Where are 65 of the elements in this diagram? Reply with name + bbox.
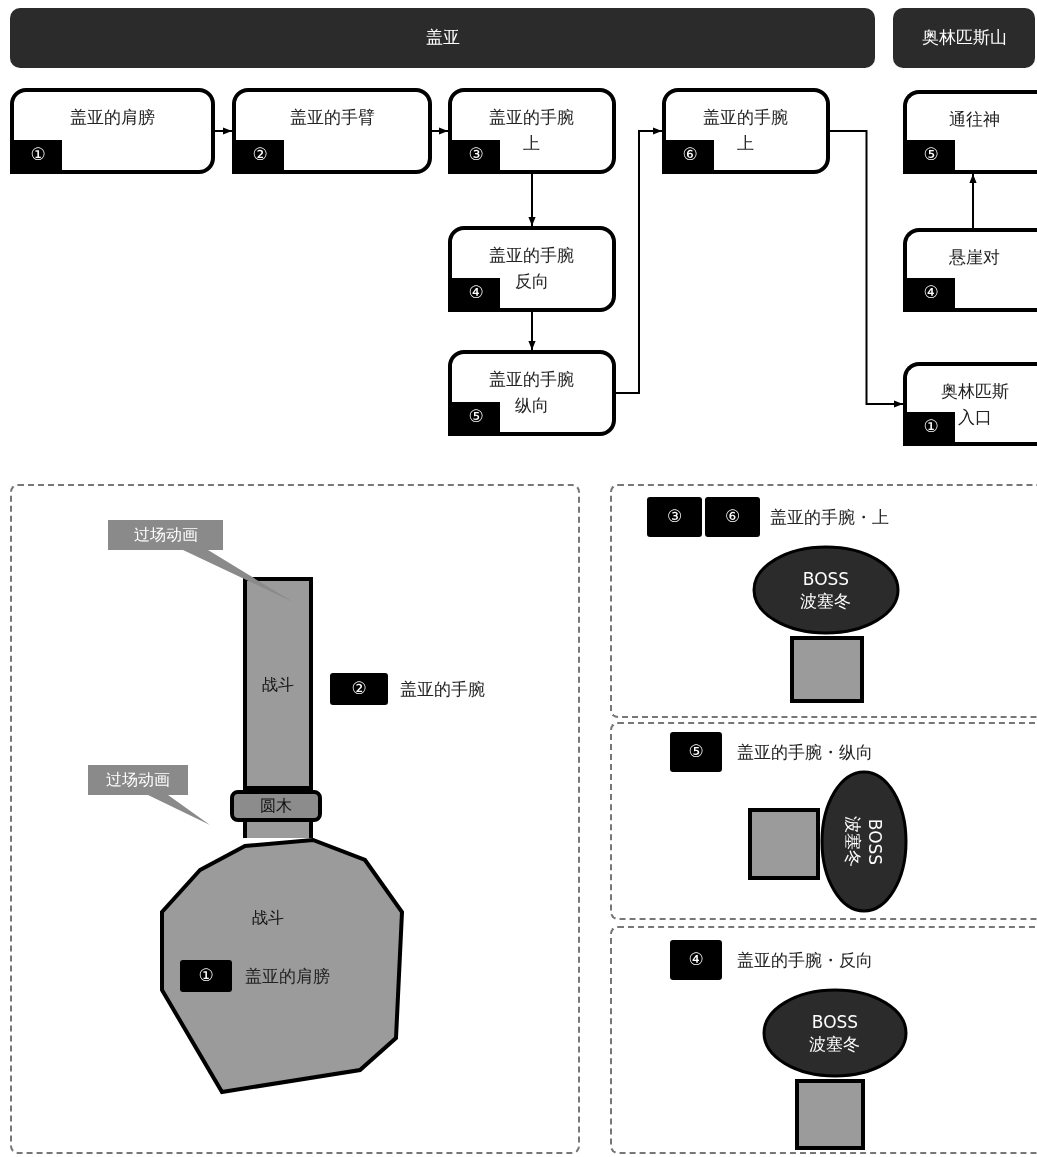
boss-name: BOSS 波塞冬: [842, 815, 886, 869]
number-badge: ⑤: [452, 402, 500, 432]
number-badge: ④: [907, 278, 955, 308]
platform-block: [790, 636, 864, 703]
stage-box: [10, 88, 215, 174]
arm-platform: [243, 577, 313, 790]
area-label: 战斗: [262, 674, 294, 696]
arrow: [829, 130, 904, 408]
caption-text: 盖亚的手腕・反向: [737, 949, 873, 972]
boss-name: BOSS 波塞冬: [808, 1011, 862, 1055]
number-badge: ⑥: [666, 140, 714, 170]
stage-name: 悬崖对: [948, 246, 1002, 269]
boss-name: BOSS 波塞冬: [799, 568, 853, 612]
arrow: [528, 311, 536, 351]
log-platform: [230, 790, 322, 822]
map-panel: [10, 484, 580, 1154]
arrow: [969, 173, 977, 229]
header-text: 盖亚: [425, 26, 460, 50]
map-panel: [610, 484, 1037, 718]
area-label: 战斗: [252, 907, 284, 929]
header-text: 奥林匹斯山: [921, 26, 1007, 50]
stage-name: 通往神: [948, 108, 1002, 131]
stage-box: [232, 88, 432, 174]
number-badge: ①: [14, 140, 62, 170]
number-badge: ①: [180, 960, 232, 992]
number-badge: ⑤: [670, 732, 722, 772]
stage-box: [903, 228, 1037, 312]
stage-name: 盖亚的肩膀: [69, 106, 156, 129]
callout-text: 过场动画: [132, 524, 199, 546]
number-badge: ⑥: [705, 497, 760, 537]
stage-name: 盖亚的手臂: [288, 106, 376, 129]
caption-text: 盖亚的手腕・上: [770, 506, 889, 529]
caption-text: 盖亚的肩膀: [245, 965, 330, 988]
stage-box: [448, 226, 616, 312]
number-badge: ③: [647, 497, 702, 537]
callout-text: 过场动画: [105, 769, 171, 791]
boss-ellipse: [820, 770, 908, 913]
section-header-bar: [893, 8, 1035, 68]
arrow: [615, 127, 663, 394]
number-badge: ①: [907, 412, 955, 442]
arrow: [214, 127, 233, 135]
boss-ellipse: [762, 988, 908, 1078]
number-badge: ③: [452, 140, 500, 170]
number-badge: ④: [670, 940, 722, 980]
stage-box: [448, 350, 616, 436]
shoulder-platform: [160, 838, 405, 1095]
platform-block: [795, 1079, 865, 1150]
boss-ellipse: [752, 545, 900, 635]
caption-text: 盖亚的手腕: [400, 678, 485, 701]
number-badge: ④: [452, 278, 500, 308]
map-panel: [610, 926, 1037, 1154]
number-badge: ⑤: [907, 140, 955, 170]
arrow: [528, 173, 536, 227]
stage-box: [662, 88, 830, 174]
number-badge: ②: [236, 140, 284, 170]
platform-block: [748, 808, 820, 880]
map-panel: [610, 722, 1037, 920]
section-header-bar: [10, 8, 875, 68]
stage-box: [903, 90, 1037, 174]
number-badge: ②: [330, 673, 388, 705]
area-label: 圆木: [260, 795, 292, 817]
arrow: [431, 127, 449, 135]
caption-text: 盖亚的手腕・纵向: [737, 741, 873, 764]
stage-box: [448, 88, 616, 174]
stage-box: [903, 362, 1037, 446]
